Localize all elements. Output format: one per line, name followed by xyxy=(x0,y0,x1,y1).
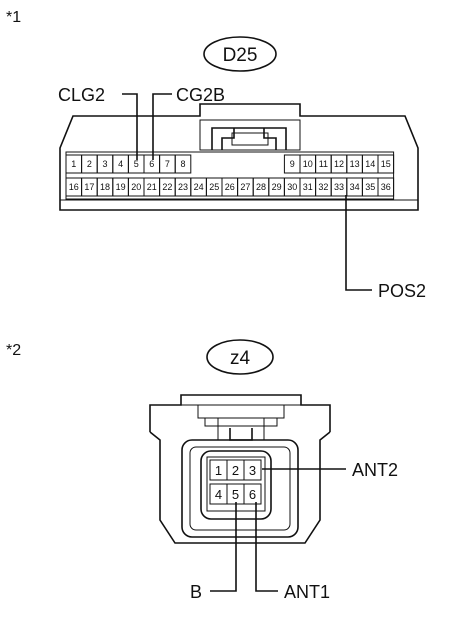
connector-z4-body xyxy=(149,394,331,544)
pin-cell xyxy=(377,177,395,197)
pin-number: 2 xyxy=(232,463,239,478)
pin-number: 1 xyxy=(215,463,222,478)
pin-cell xyxy=(243,483,262,505)
pin-number: 15 xyxy=(381,159,391,169)
pin-number: 6 xyxy=(249,487,256,502)
diagram-2-marker: *2 xyxy=(6,342,21,359)
pin-number: 3 xyxy=(249,463,256,478)
pin-number: 6 xyxy=(149,159,154,169)
callout-b: B xyxy=(190,502,237,602)
pin-number: 10 xyxy=(303,159,313,169)
callout-ant2-label: ANT2 xyxy=(352,460,398,480)
callout-pos2-label: POS2 xyxy=(378,281,426,301)
pin-number: 21 xyxy=(147,182,157,192)
callout-cg2b-label: CG2B xyxy=(176,85,225,105)
pin-number: 9 xyxy=(290,159,295,169)
pin-cell xyxy=(243,459,262,481)
pin-number: 8 xyxy=(180,159,185,169)
pin-number: 25 xyxy=(209,182,219,192)
pin-number: 19 xyxy=(116,182,126,192)
pin-number: 2 xyxy=(87,159,92,169)
pin-cell xyxy=(174,154,192,174)
pin-number: 4 xyxy=(215,487,222,502)
connector-d25-badge: D25 xyxy=(203,36,277,72)
pin-number: 13 xyxy=(350,159,360,169)
pin-number: 36 xyxy=(381,182,391,192)
pin-number: 31 xyxy=(303,182,313,192)
pin-number: 26 xyxy=(225,182,235,192)
callout-ant1-label: ANT1 xyxy=(284,582,330,602)
connector-d25-id: D25 xyxy=(223,45,258,66)
pin-number: 11 xyxy=(319,159,328,169)
callout-pos2: POS2 xyxy=(345,195,426,301)
callout-clg2-label: CLG2 xyxy=(58,85,105,105)
pin-number: 35 xyxy=(365,182,375,192)
pin-number: 14 xyxy=(365,159,375,169)
pin-number: 16 xyxy=(69,182,79,192)
pin-number: 24 xyxy=(194,182,204,192)
pin-cell xyxy=(377,154,395,174)
diagram-1-marker: *1 xyxy=(6,9,21,26)
pin-number: 3 xyxy=(102,159,107,169)
pin-number: 29 xyxy=(272,182,282,192)
pin-number: 18 xyxy=(100,182,110,192)
pin-number: 28 xyxy=(256,182,266,192)
pin-number: 17 xyxy=(84,182,94,192)
callout-b-label: B xyxy=(190,582,202,602)
pin-number: 34 xyxy=(350,182,360,192)
callout-ant2: ANT2 xyxy=(262,460,398,480)
callout-clg2: CLG2 xyxy=(58,85,138,160)
pin-number: 1 xyxy=(71,159,76,169)
callout-cg2b: CG2B xyxy=(152,85,225,160)
connector-z4-id: z4 xyxy=(230,348,251,369)
pin-number: 27 xyxy=(240,182,250,192)
pin-number: 5 xyxy=(134,159,139,169)
pin-number: 33 xyxy=(334,182,344,192)
pin-number: 32 xyxy=(318,182,328,192)
connector-z4-badge: z4 xyxy=(206,339,274,375)
pin-number: 23 xyxy=(178,182,188,192)
pin-number: 12 xyxy=(334,159,344,169)
pin-number: 4 xyxy=(118,159,123,169)
callout-ant1: ANT1 xyxy=(255,502,330,602)
pin-number: 7 xyxy=(165,159,170,169)
pin-number: 20 xyxy=(131,182,141,192)
connector-d25-body xyxy=(59,103,419,211)
pin-number: 22 xyxy=(162,182,172,192)
pin-number: 30 xyxy=(287,182,297,192)
pin-number: 5 xyxy=(232,487,239,502)
